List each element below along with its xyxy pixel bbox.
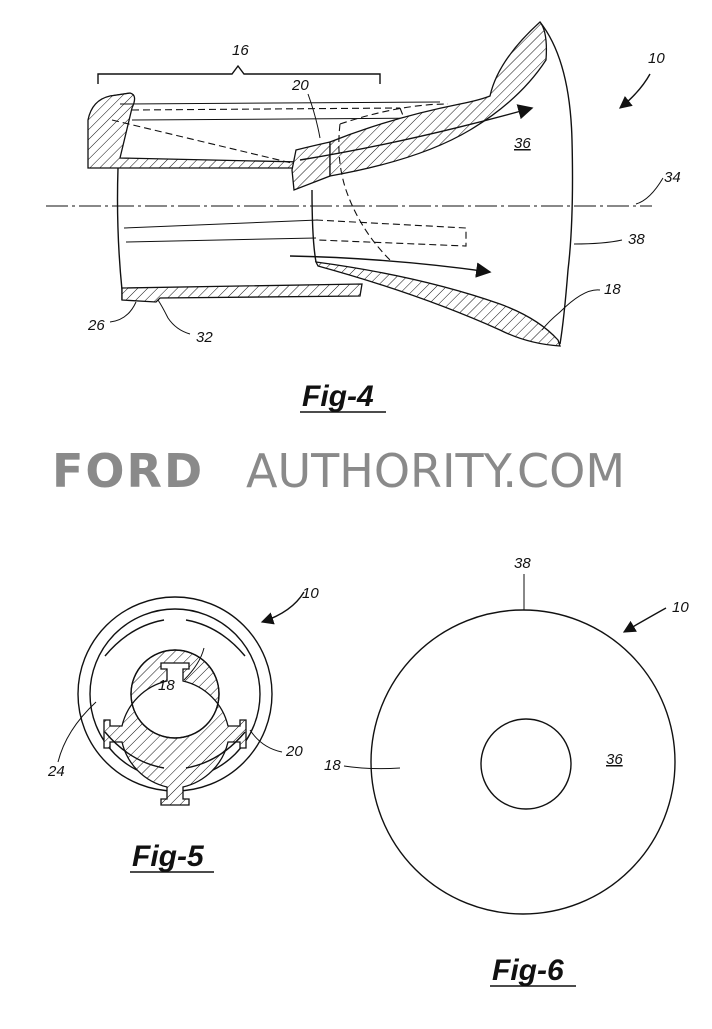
fig6-ref-18: 18: [324, 757, 341, 774]
fig5-ref-10: 10: [302, 585, 319, 602]
ref-38: 38: [628, 231, 645, 248]
bell-rim: [540, 22, 573, 344]
lower-inner-line-1: [124, 220, 318, 228]
ref-20: 20: [291, 77, 309, 94]
leader-arrow-10-fig6: [624, 608, 666, 632]
body-left-outline: [118, 168, 123, 300]
watermark: FORD AUTHORITY.COM: [52, 444, 625, 498]
hidden-lower: [316, 220, 466, 246]
ref-26: 26: [87, 317, 105, 334]
funnel-lower-section: [316, 262, 560, 346]
ref-36: 36: [514, 135, 531, 152]
bottom-wall-section: [122, 284, 362, 302]
hub-and-spokes-section: [104, 650, 246, 805]
fig6-ref-10: 10: [672, 599, 689, 616]
figure-5-label: Fig-5: [132, 840, 205, 873]
fig6-ref-36: 36: [606, 751, 623, 768]
top-edge-line: [120, 102, 440, 104]
fig5-ref-24: 24: [47, 763, 65, 780]
inner-tube-drop: [312, 190, 316, 262]
leader-18-fig6: [344, 766, 400, 769]
inner-bore-circle: [481, 719, 571, 809]
fig5-ref-20: 20: [285, 743, 303, 760]
leader-24: [58, 702, 96, 762]
ref-16: 16: [232, 42, 249, 59]
figure-5: 10 18 24 20 Fig-5: [47, 585, 319, 873]
leader-arrow-10: [620, 74, 650, 108]
bracket-16: [98, 66, 380, 84]
leader-32: [158, 300, 190, 334]
ref-32: 32: [196, 329, 213, 346]
leader-18: [542, 290, 600, 330]
ref-34: 34: [664, 169, 681, 186]
figure-6: 38 10 18 36 Fig-6: [324, 555, 689, 987]
figure-4: 16 20 10 36 34 38 18 26 32 Fig-4: [46, 22, 681, 413]
leader-38: [574, 240, 622, 244]
watermark-site: AUTHORITY.COM: [246, 444, 625, 498]
funnel-upper-section: [330, 22, 546, 176]
figure-4-label: Fig-4: [302, 380, 374, 413]
fig6-ref-38: 38: [514, 555, 531, 572]
leader-arrow-10-fig5: [262, 592, 304, 622]
lower-inner-line-2: [126, 238, 316, 242]
ref-18: 18: [604, 281, 621, 298]
leader-34: [636, 178, 663, 204]
figure-6-label: Fig-6: [492, 954, 564, 987]
leader-20: [308, 94, 320, 138]
outer-rim-circle: [371, 610, 675, 914]
leader-26: [110, 302, 136, 322]
ref-10: 10: [648, 50, 665, 67]
watermark-brand: FORD: [52, 444, 204, 498]
fig5-ref-18: 18: [158, 677, 175, 694]
inner-tube-section: [292, 142, 330, 190]
